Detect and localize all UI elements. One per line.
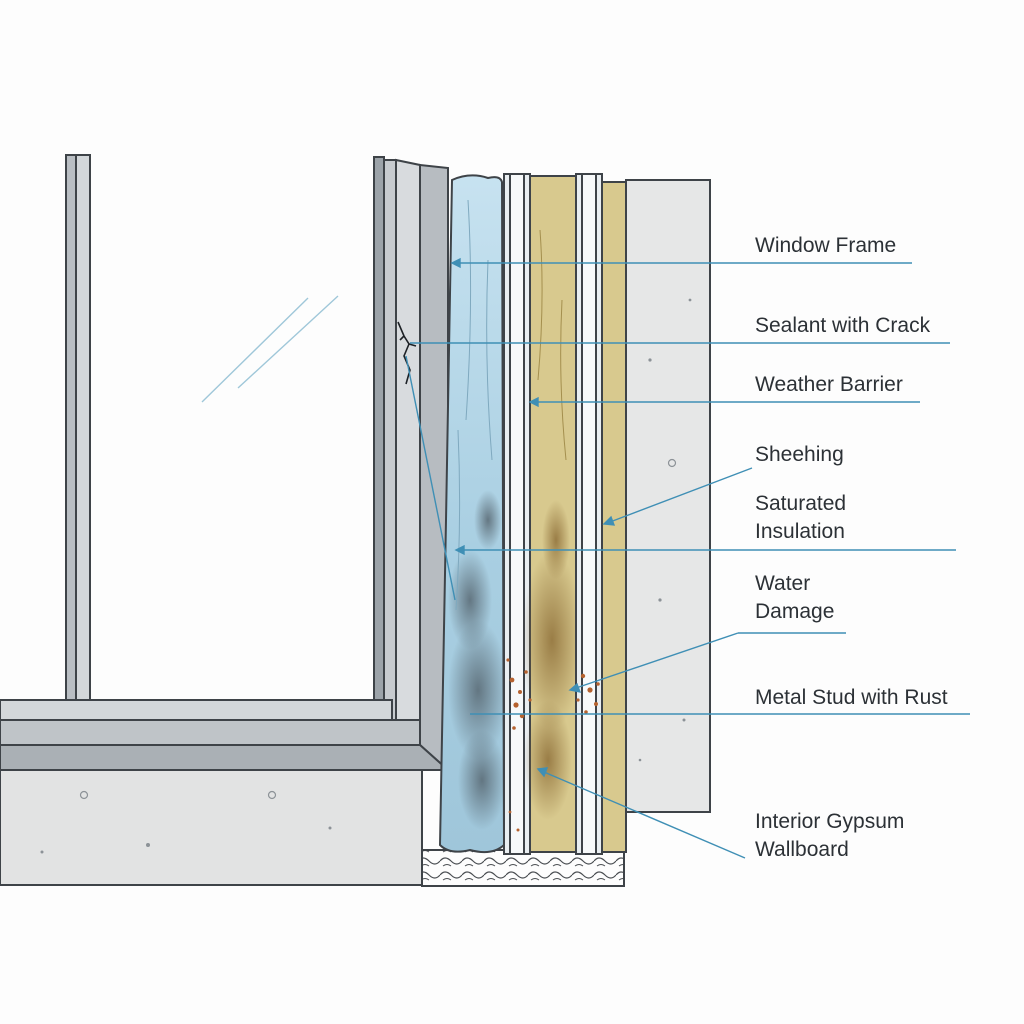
label-saturated-insulation-line-2: Insulation [755,520,845,543]
label-saturated-insulation: Saturated Insulation [755,490,846,546]
label-interior-gypsum-line-2: Wallboard [755,838,849,861]
sealant-column [438,174,508,854]
gravel-base [421,849,625,887]
window-frame-jamb [373,156,449,773]
leader-crack-down [405,355,456,601]
leader-sheehing [609,467,753,523]
label-water-damage-line-2: Damage [755,600,835,623]
leader-lines [405,257,970,859]
label-water-damage-line-1: Water [755,572,811,595]
gypsum-wallboard [625,179,711,813]
label-saturated-insulation-line-1: Saturated [755,492,847,515]
label-sheehing: Sheehing [755,443,844,466]
concrete-base [0,769,423,886]
insulation [522,175,582,853]
label-sealant-with-crack: Sealant with Crack [755,314,931,337]
window-sill [0,699,451,771]
glass-reflection [201,295,339,403]
label-interior-gypsum-line-1: Interior Gypsum [755,810,905,833]
label-weather-barrier: Weather Barrier [755,373,903,396]
leader-gypsum [543,771,746,859]
leader-water-damage-diag [575,632,739,689]
rust-specks [506,658,600,832]
metal-stud [575,173,627,855]
window-mullion [65,154,91,706]
label-water-damage: Water Damage [755,570,834,626]
label-window-frame: Window Frame [755,234,897,257]
label-interior-gypsum-wallboard: Interior Gypsum Wallboard [755,808,904,864]
label-metal-stud-with-rust: Metal Stud with Rust [755,686,948,709]
